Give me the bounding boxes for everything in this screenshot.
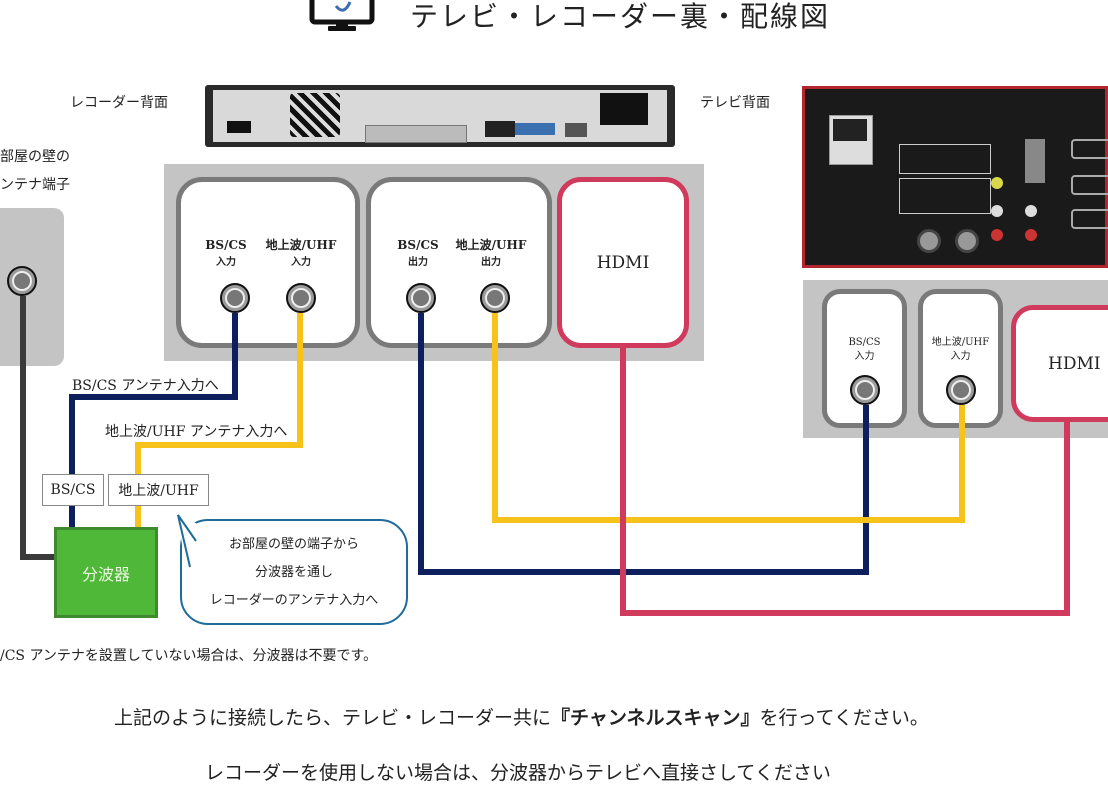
wall-terminal-label-1: 部屋の壁の [0,149,70,165]
recorder-uhf-input-sub: 入力 [291,257,311,268]
tv-back-photo [802,86,1108,268]
splitter-bs-to-recorder-wire [69,313,238,530]
tv-bs-input-connector[interactable] [850,375,880,405]
recorder-uhf-output-sub: 出力 [481,257,501,268]
bubble-line-1: お部屋の壁の端子から [228,537,359,552]
tv-uhf-input-sub: 入力 [950,351,971,362]
recorder-hdmi-to-tv-wire [620,348,1070,616]
wall-antenna-connector[interactable] [7,266,37,296]
recorder-uhf-input-connector[interactable] [286,283,316,313]
recorder-bs-output-name: BS/CS [397,238,439,252]
recorder-hdmi-label: HDMI [596,252,650,273]
splitter-uhf-output-tag: 地上波/UHF [108,474,209,506]
explanation-bubble: お部屋の壁の端子から 分波器を通し レコーダーのアンテナ入力へ [180,519,408,625]
recorder-input-group [176,177,360,348]
tv-bs-input-name: BS/CS [848,337,881,348]
bubble-line-3: レコーダーのアンテナ入力へ [209,593,379,608]
recorder-hdmi-port[interactable]: HDMI [557,177,689,348]
recorder-back-label: レコーダー背面 [70,95,168,111]
recorder-bs-output-sub: 出力 [408,257,428,268]
tv-bs-input-sub: 入力 [854,351,875,362]
channel-scan-emphasis: 『チャンネルスキャン』 [551,707,760,729]
tv-uhf-input-connector[interactable] [946,375,976,405]
instruction-line-1: 上記のように接続したら、テレビ・レコーダー共に『チャンネルスキャン』を行ってくだ… [114,703,929,730]
recorder-bs-input-sub: 入力 [216,257,236,268]
instruction-line-1-pre: 上記のように接続したら、テレビ・レコーダー共に [114,707,552,729]
page-title: テレビ・レコーダー裏・配線図 [410,0,831,33]
bubble-tail [177,514,200,580]
splitter-uhf-output-label: 地上波/UHF [118,483,199,499]
wall-to-splitter-wire [20,296,58,560]
tv-hdmi-label: HDMI [1048,353,1101,374]
recorder-bs-input-name: BS/CS [205,238,247,252]
recorder-back-photo [205,85,675,147]
instruction-line-2: レコーダーを使用しない場合は、分波器からテレビへ直接さしてください [205,762,831,784]
recorder-uhf-output-connector[interactable] [480,283,510,313]
recorder-uhf-output-name: 地上波/UHF [455,238,527,252]
wall-terminal-label-2: ンテナ端子 [0,177,70,193]
tv-uhf-input-name: 地上波/UHF [931,337,990,348]
tv-back-label: テレビ背面 [700,95,770,111]
splitter-bs-output-tag: BS/CS [42,474,104,506]
splitter-bs-output-label: BS/CS [50,482,96,498]
splitter-label: 分波器 [81,564,130,584]
bs-wire-label: BS/CS アンテナ入力へ [72,378,219,394]
instruction-line-1-post: を行ってください。 [759,707,929,729]
splitter-note: /CS アンテナを設置していない場合は、分波器は不要です。 [0,648,378,664]
uhf-wire-label: 地上波/UHF アンテナ入力へ [105,424,288,440]
recorder-bs-input-connector[interactable] [220,283,250,313]
recorder-uhf-input-name: 地上波/UHF [265,238,337,252]
tv-hdmi-port[interactable]: HDMI [1011,305,1108,422]
recorder-bs-to-tv-wire [418,313,869,575]
tv-monitor-icon [309,0,375,31]
recorder-uhf-to-tv-wire [492,313,965,523]
recorder-output-group [366,177,552,348]
recorder-bs-output-connector[interactable] [406,283,436,313]
bubble-line-2: 分波器を通し [254,565,333,580]
splitter-box[interactable]: 分波器 [54,527,158,618]
